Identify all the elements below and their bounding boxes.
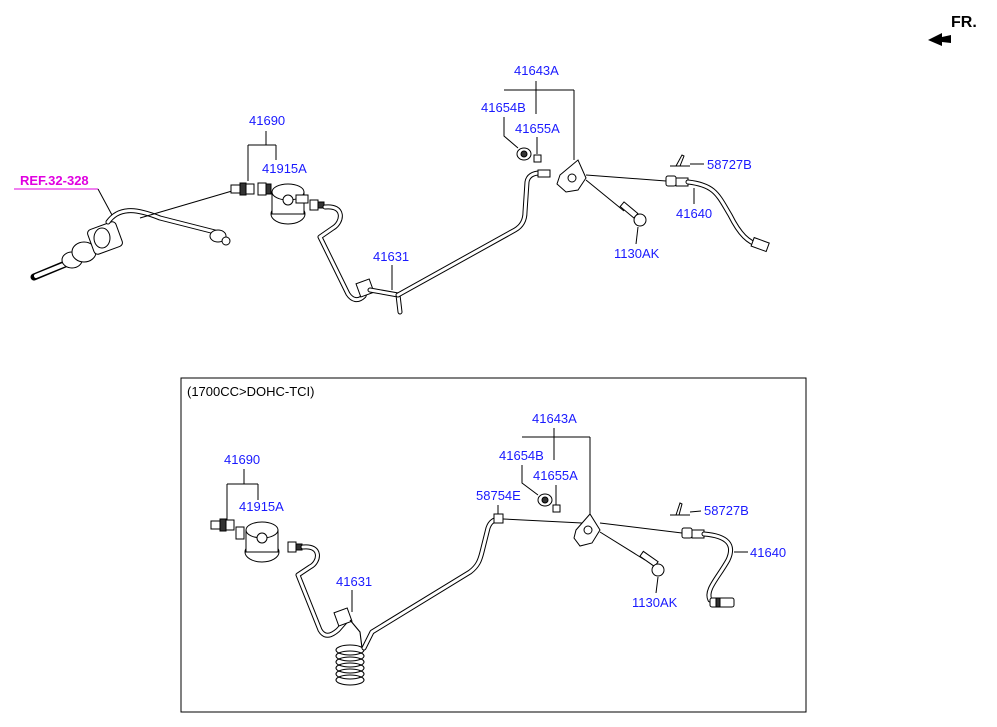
part-41690-fitting-detail bbox=[210, 518, 235, 532]
clutch-line-reservoir-union bbox=[270, 183, 325, 225]
part-58727B-clip-detail bbox=[670, 502, 690, 516]
part-41631-clutch-tube bbox=[317, 170, 543, 315]
label-41640[interactable]: 41640 bbox=[676, 206, 712, 221]
part-41655A-clip-detail bbox=[552, 504, 561, 513]
bottom-assembly: 41690 41915A bbox=[210, 411, 786, 686]
part-1130AK-bolt-detail bbox=[599, 531, 665, 577]
variant-caption: (1700CC>DOHC-TCI) bbox=[187, 384, 315, 399]
clutch-master-cylinder bbox=[30, 208, 231, 281]
front-direction-arrow-icon bbox=[928, 33, 951, 46]
label-58727B[interactable]: 58727B bbox=[707, 157, 752, 172]
part-41690-fitting bbox=[230, 182, 255, 196]
part-41654B-bushing bbox=[516, 147, 532, 161]
front-label: FR. bbox=[951, 14, 977, 31]
label-41654B-detail[interactable]: 41654B bbox=[499, 448, 544, 463]
tube-coil bbox=[335, 644, 365, 686]
top-assembly: REF.32-328 bbox=[14, 63, 770, 315]
clutch-line-reservoir-union-detail bbox=[244, 521, 303, 563]
label-41915A[interactable]: 41915A bbox=[262, 161, 307, 176]
label-41690-detail[interactable]: 41690 bbox=[224, 452, 260, 467]
reference-leader bbox=[97, 188, 113, 216]
label-41631[interactable]: 41631 bbox=[373, 249, 409, 264]
label-41655A-detail[interactable]: 41655A bbox=[533, 468, 578, 483]
label-1130AK-detail[interactable]: 1130AK bbox=[632, 595, 678, 610]
label-58754E[interactable]: 58754E bbox=[476, 488, 521, 503]
part-41640-clutch-hose-detail bbox=[681, 527, 735, 608]
label-41654B[interactable]: 41654B bbox=[481, 100, 526, 115]
part-41640-clutch-hose bbox=[665, 175, 770, 253]
reference-label[interactable]: REF.32-328 bbox=[20, 173, 89, 188]
part-41655A-clip bbox=[533, 154, 542, 163]
label-41690[interactable]: 41690 bbox=[249, 113, 285, 128]
label-41631-detail[interactable]: 41631 bbox=[336, 574, 372, 589]
label-41643A-detail[interactable]: 41643A bbox=[532, 411, 577, 426]
label-41655A[interactable]: 41655A bbox=[515, 121, 560, 136]
part-41643A-bracket bbox=[537, 159, 587, 193]
part-41631-clutch-tube-detail bbox=[295, 513, 504, 686]
label-58727B-detail[interactable]: 58727B bbox=[704, 503, 749, 518]
part-41654B-bushing-detail bbox=[537, 493, 553, 507]
part-41643A-bracket-detail bbox=[573, 513, 601, 547]
label-41643A[interactable]: 41643A bbox=[514, 63, 559, 78]
label-41915A-detail[interactable]: 41915A bbox=[239, 499, 284, 514]
label-1130AK[interactable]: 1130AK bbox=[614, 246, 660, 261]
part-58727B-clip bbox=[670, 154, 690, 167]
front-orientation-marker: FR. bbox=[928, 14, 977, 46]
variant-detail-box bbox=[180, 377, 807, 713]
part-41915A-fitting bbox=[257, 182, 272, 196]
part-41915A-fitting-detail bbox=[235, 526, 245, 540]
label-41640-detail[interactable]: 41640 bbox=[750, 545, 786, 560]
part-1130AK-bolt bbox=[585, 179, 647, 227]
